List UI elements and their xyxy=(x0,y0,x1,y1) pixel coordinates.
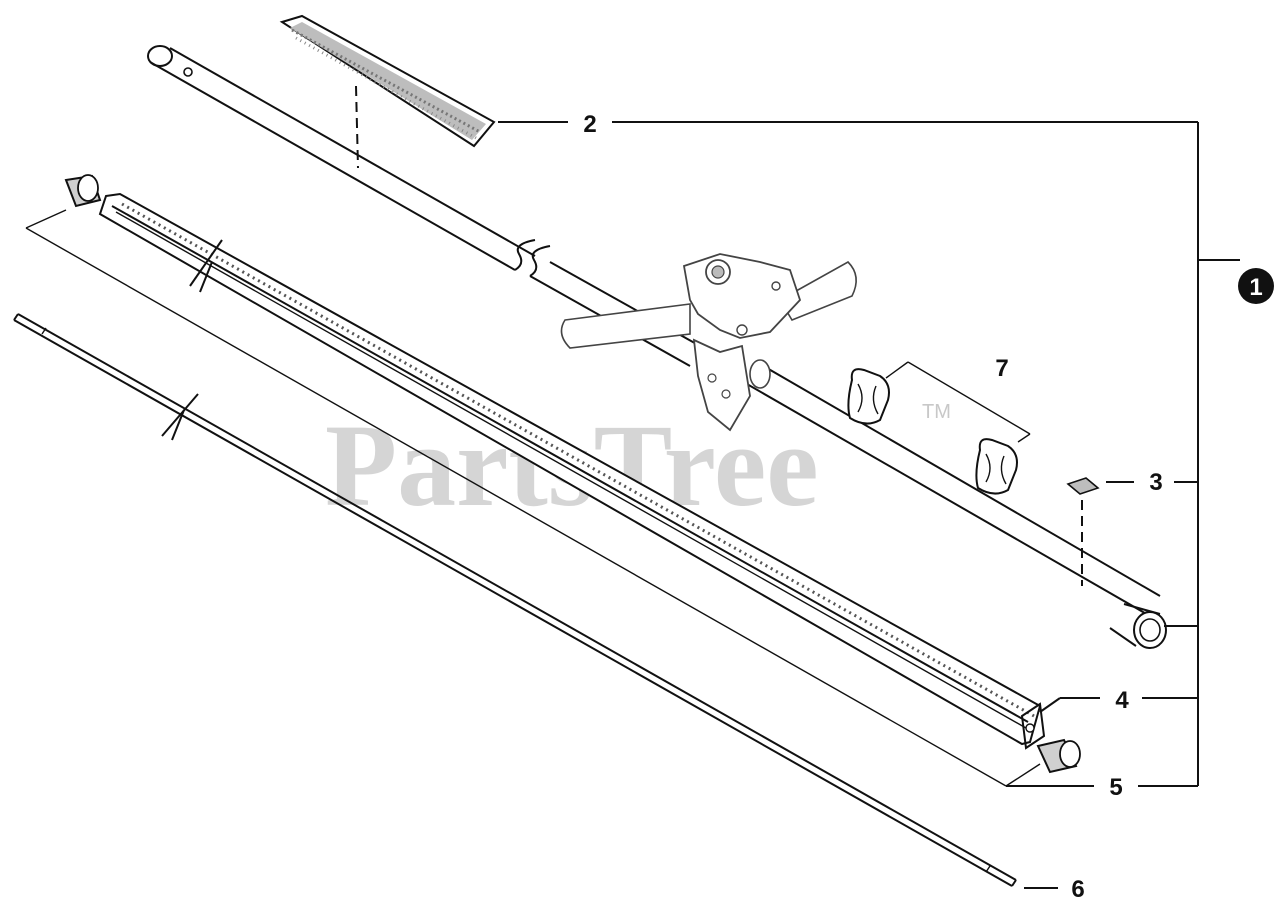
callout-5: 5 xyxy=(1109,774,1122,801)
callout-2: 2 xyxy=(583,111,596,138)
part-bushings xyxy=(25,174,1081,787)
part-decal-label xyxy=(279,14,496,169)
part-shaft-liner xyxy=(98,192,1046,750)
callout-6: 6 xyxy=(1071,876,1084,903)
part-drive-shaft-tube xyxy=(147,45,1167,649)
clamp-lower xyxy=(975,438,1018,495)
handle-bracket-assembly xyxy=(560,253,857,432)
watermark-tm: TM xyxy=(922,401,951,423)
part-small-plate xyxy=(1066,477,1100,586)
part-drive-cable xyxy=(13,313,1017,887)
callout-7: 7 xyxy=(995,355,1008,382)
callout-1-circle xyxy=(1238,268,1274,304)
callout-3: 3 xyxy=(1149,469,1162,496)
callout-4: 4 xyxy=(1115,687,1129,714)
part-clamps xyxy=(847,361,1031,495)
bushing-bottom xyxy=(1036,738,1081,774)
leader-lines xyxy=(498,121,1240,889)
callout-1: 1 xyxy=(1249,274,1262,301)
callouts: 1 2 3 4 5 6 7 xyxy=(583,111,1274,903)
clamp-upper xyxy=(847,368,890,425)
bushing-top xyxy=(64,174,102,208)
